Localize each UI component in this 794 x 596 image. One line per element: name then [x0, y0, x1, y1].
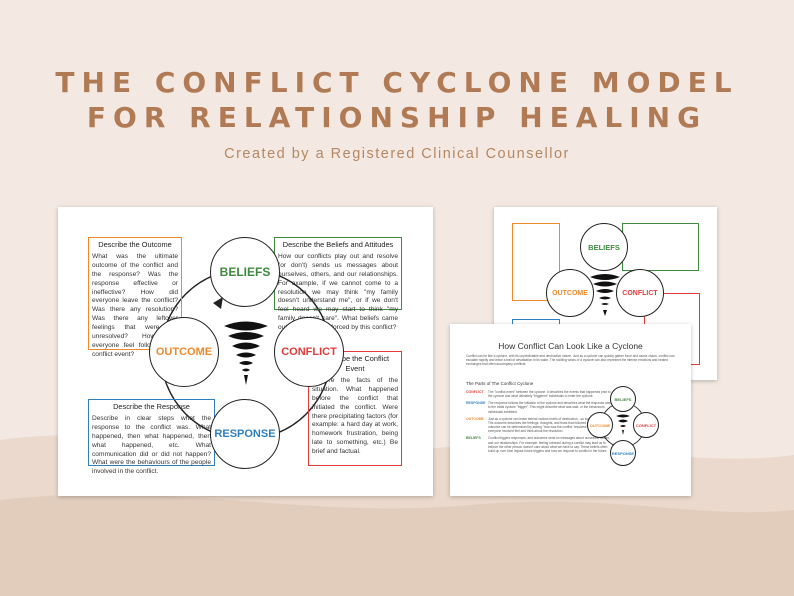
part-text: The response follows the initiation of t… [488, 401, 611, 414]
page-title-line-1: THE CONFLICT CYCLONE MODEL [55, 66, 739, 99]
conflict-label: CONFLICT [281, 346, 337, 358]
part-label-conflict: CONFLICT [466, 390, 484, 394]
page-subtitle: Created by a Registered Clinical Counsel… [224, 146, 570, 162]
conflict-box-title: Describe the Conflict Event [320, 354, 390, 373]
outcome-circle: OUTCOME [149, 317, 219, 387]
response-label: RESPONSE [214, 428, 276, 440]
response-circle: RESPONSE [210, 399, 280, 469]
back-beliefs-circle: BELIEFS [580, 223, 628, 271]
mini-outcome-label: OUTCOME [589, 422, 611, 428]
mini-response-label: RESPONSE [611, 450, 635, 456]
beliefs-label: BELIEFS [219, 265, 271, 279]
back-cyclone-icon [590, 274, 620, 316]
beliefs-box-title: Describe the Beliefs and Attitudes [282, 240, 394, 249]
conflict-circle: CONFLICT [274, 317, 344, 387]
mini-conflict-label: CONFLICT [635, 422, 657, 428]
conflict-box: Describe the Conflict Event Explore the … [308, 351, 402, 466]
back-outcome-circle: OUTCOME [546, 269, 594, 317]
back-conflict-label: CONFLICT [622, 289, 658, 297]
part-text: Conflict triggers responses, and outcome… [488, 436, 610, 453]
part-label-beliefs: BELIEFS [466, 436, 481, 441]
back-beliefs-label: BELIEFS [588, 242, 620, 252]
mini-response-circle: RESPONSE [610, 440, 636, 466]
mini-beliefs-label: BELIEFS [614, 396, 632, 402]
mini-beliefs-circle: BELIEFS [610, 386, 636, 412]
main-worksheet: Describe the Outcome What was the ultima… [58, 207, 433, 496]
part-label-outcome: OUTCOME [466, 416, 484, 421]
back-outcome-label: OUTCOME [552, 289, 588, 297]
part-item: OUTCOME Just as a cyclone can leave behi… [466, 417, 611, 434]
outcome-label: OUTCOME [155, 346, 213, 358]
parts-list: CONFLICT The "conflict event" between th… [466, 390, 611, 453]
mini-cycle-ring [600, 402, 646, 448]
info-sheet-intro: Conflict can be like a cyclone, with its… [466, 354, 675, 367]
part-item: RESPONSE The response follows the initia… [466, 401, 611, 413]
part-text: The "conflict event" between the cyclone… [488, 390, 611, 399]
response-box: Describe the Response Describe in clear … [88, 399, 215, 475]
mini-cyclone-icon [616, 414, 630, 435]
parts-heading: The Parts of The Conflict Cyclone [466, 381, 534, 386]
back-beliefs-box [622, 223, 699, 271]
beliefs-box-text: How our conflicts play out and resolve (… [278, 252, 398, 332]
part-text: Just as a cyclone can leave behind vario… [488, 416, 610, 434]
part-item: CONFLICT The "conflict event" between th… [466, 390, 611, 398]
beliefs-circle: BELIEFS [210, 237, 280, 307]
info-sheet-title: How Conflict Can Look Like a Cyclone [498, 341, 643, 351]
beliefs-box: Describe the Beliefs and Attitudes How o… [274, 237, 402, 331]
mini-outcome-circle: OUTCOME [587, 412, 613, 438]
outcome-box: Describe the Outcome What was the ultima… [88, 237, 182, 358]
info-sheet-preview: How Conflict Can Look Like a Cyclone Con… [450, 324, 691, 496]
part-item: BELIEFS Conflict triggers responses, and… [466, 436, 611, 453]
back-conflict-circle: CONFLICT [616, 269, 664, 317]
mini-conflict-circle: CONFLICT [633, 412, 659, 438]
part-label-response: RESPONSE [466, 401, 486, 406]
response-box-title: Describe the Response [113, 402, 190, 411]
response-box-text: Describe in clear steps what the respons… [92, 414, 211, 476]
conflict-box-text: Explore the facts of the situation. What… [312, 376, 398, 456]
outcome-box-title: Describe the Outcome [98, 240, 172, 249]
outcome-box-text: What was the ultimate outcome of the con… [92, 252, 178, 358]
cyclone-icon [224, 321, 268, 385]
page-title-line-2: FOR RELATIONSHIP HEALING [86, 101, 708, 134]
back-outcome-box [512, 223, 560, 301]
